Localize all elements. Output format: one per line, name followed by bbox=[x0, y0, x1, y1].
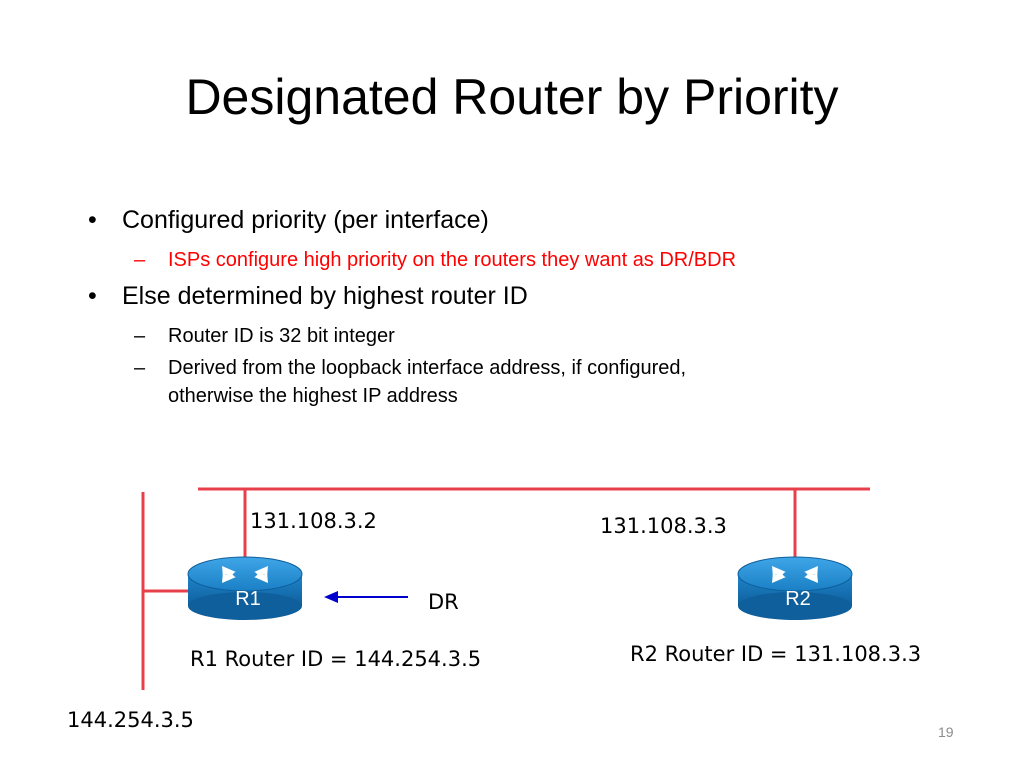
sub-bullet-item: – ISPs configure high priority on the ro… bbox=[88, 246, 948, 274]
sub-bullet-symbol: – bbox=[134, 249, 146, 271]
sub-bullet-text-continued: otherwise the highest IP address bbox=[168, 385, 458, 407]
r1-side-ip: 144.254.3.5 bbox=[67, 708, 194, 732]
bullet-symbol: • bbox=[88, 282, 97, 310]
bullet-list: • Configured priority (per interface) – … bbox=[88, 204, 948, 414]
r1-interface-ip: 131.108.3.2 bbox=[250, 509, 377, 533]
router-r1-label: R1 bbox=[235, 588, 261, 610]
router-r1-icon bbox=[187, 556, 303, 620]
r1-router-id: R1 Router ID = 144.254.3.5 bbox=[190, 647, 482, 671]
slide-title: Designated Router by Priority bbox=[185, 69, 839, 125]
sub-bullet-text: ISPs configure high priority on the rout… bbox=[168, 249, 737, 271]
r2-router-id: R2 Router ID = 131.108.3.3 bbox=[630, 642, 922, 666]
sub-bullet-symbol: – bbox=[134, 325, 146, 347]
bullet-item: • Else determined by highest router ID bbox=[88, 280, 948, 312]
sub-bullet-text: Router ID is 32 bit integer bbox=[168, 325, 395, 347]
dr-arrow bbox=[324, 591, 408, 603]
sub-bullet-text: Derived from the loopback interface addr… bbox=[168, 357, 687, 379]
bullet-symbol: • bbox=[88, 206, 97, 234]
page-number: 19 bbox=[938, 724, 954, 740]
bullet-text: Else determined by highest router ID bbox=[122, 282, 528, 310]
sub-bullet-item: – Router ID is 32 bit integer bbox=[88, 322, 948, 350]
bullet-item: • Configured priority (per interface) bbox=[88, 204, 948, 236]
dr-label: DR bbox=[428, 590, 459, 614]
sub-bullet-symbol: – bbox=[134, 357, 146, 379]
router-r2-label: R2 bbox=[785, 588, 811, 610]
sub-bullet-item: – Derived from the loopback interface ad… bbox=[88, 354, 948, 410]
router-r2-icon bbox=[737, 556, 853, 620]
bullet-text: Configured priority (per interface) bbox=[122, 206, 489, 234]
r2-interface-ip: 131.108.3.3 bbox=[600, 514, 727, 538]
